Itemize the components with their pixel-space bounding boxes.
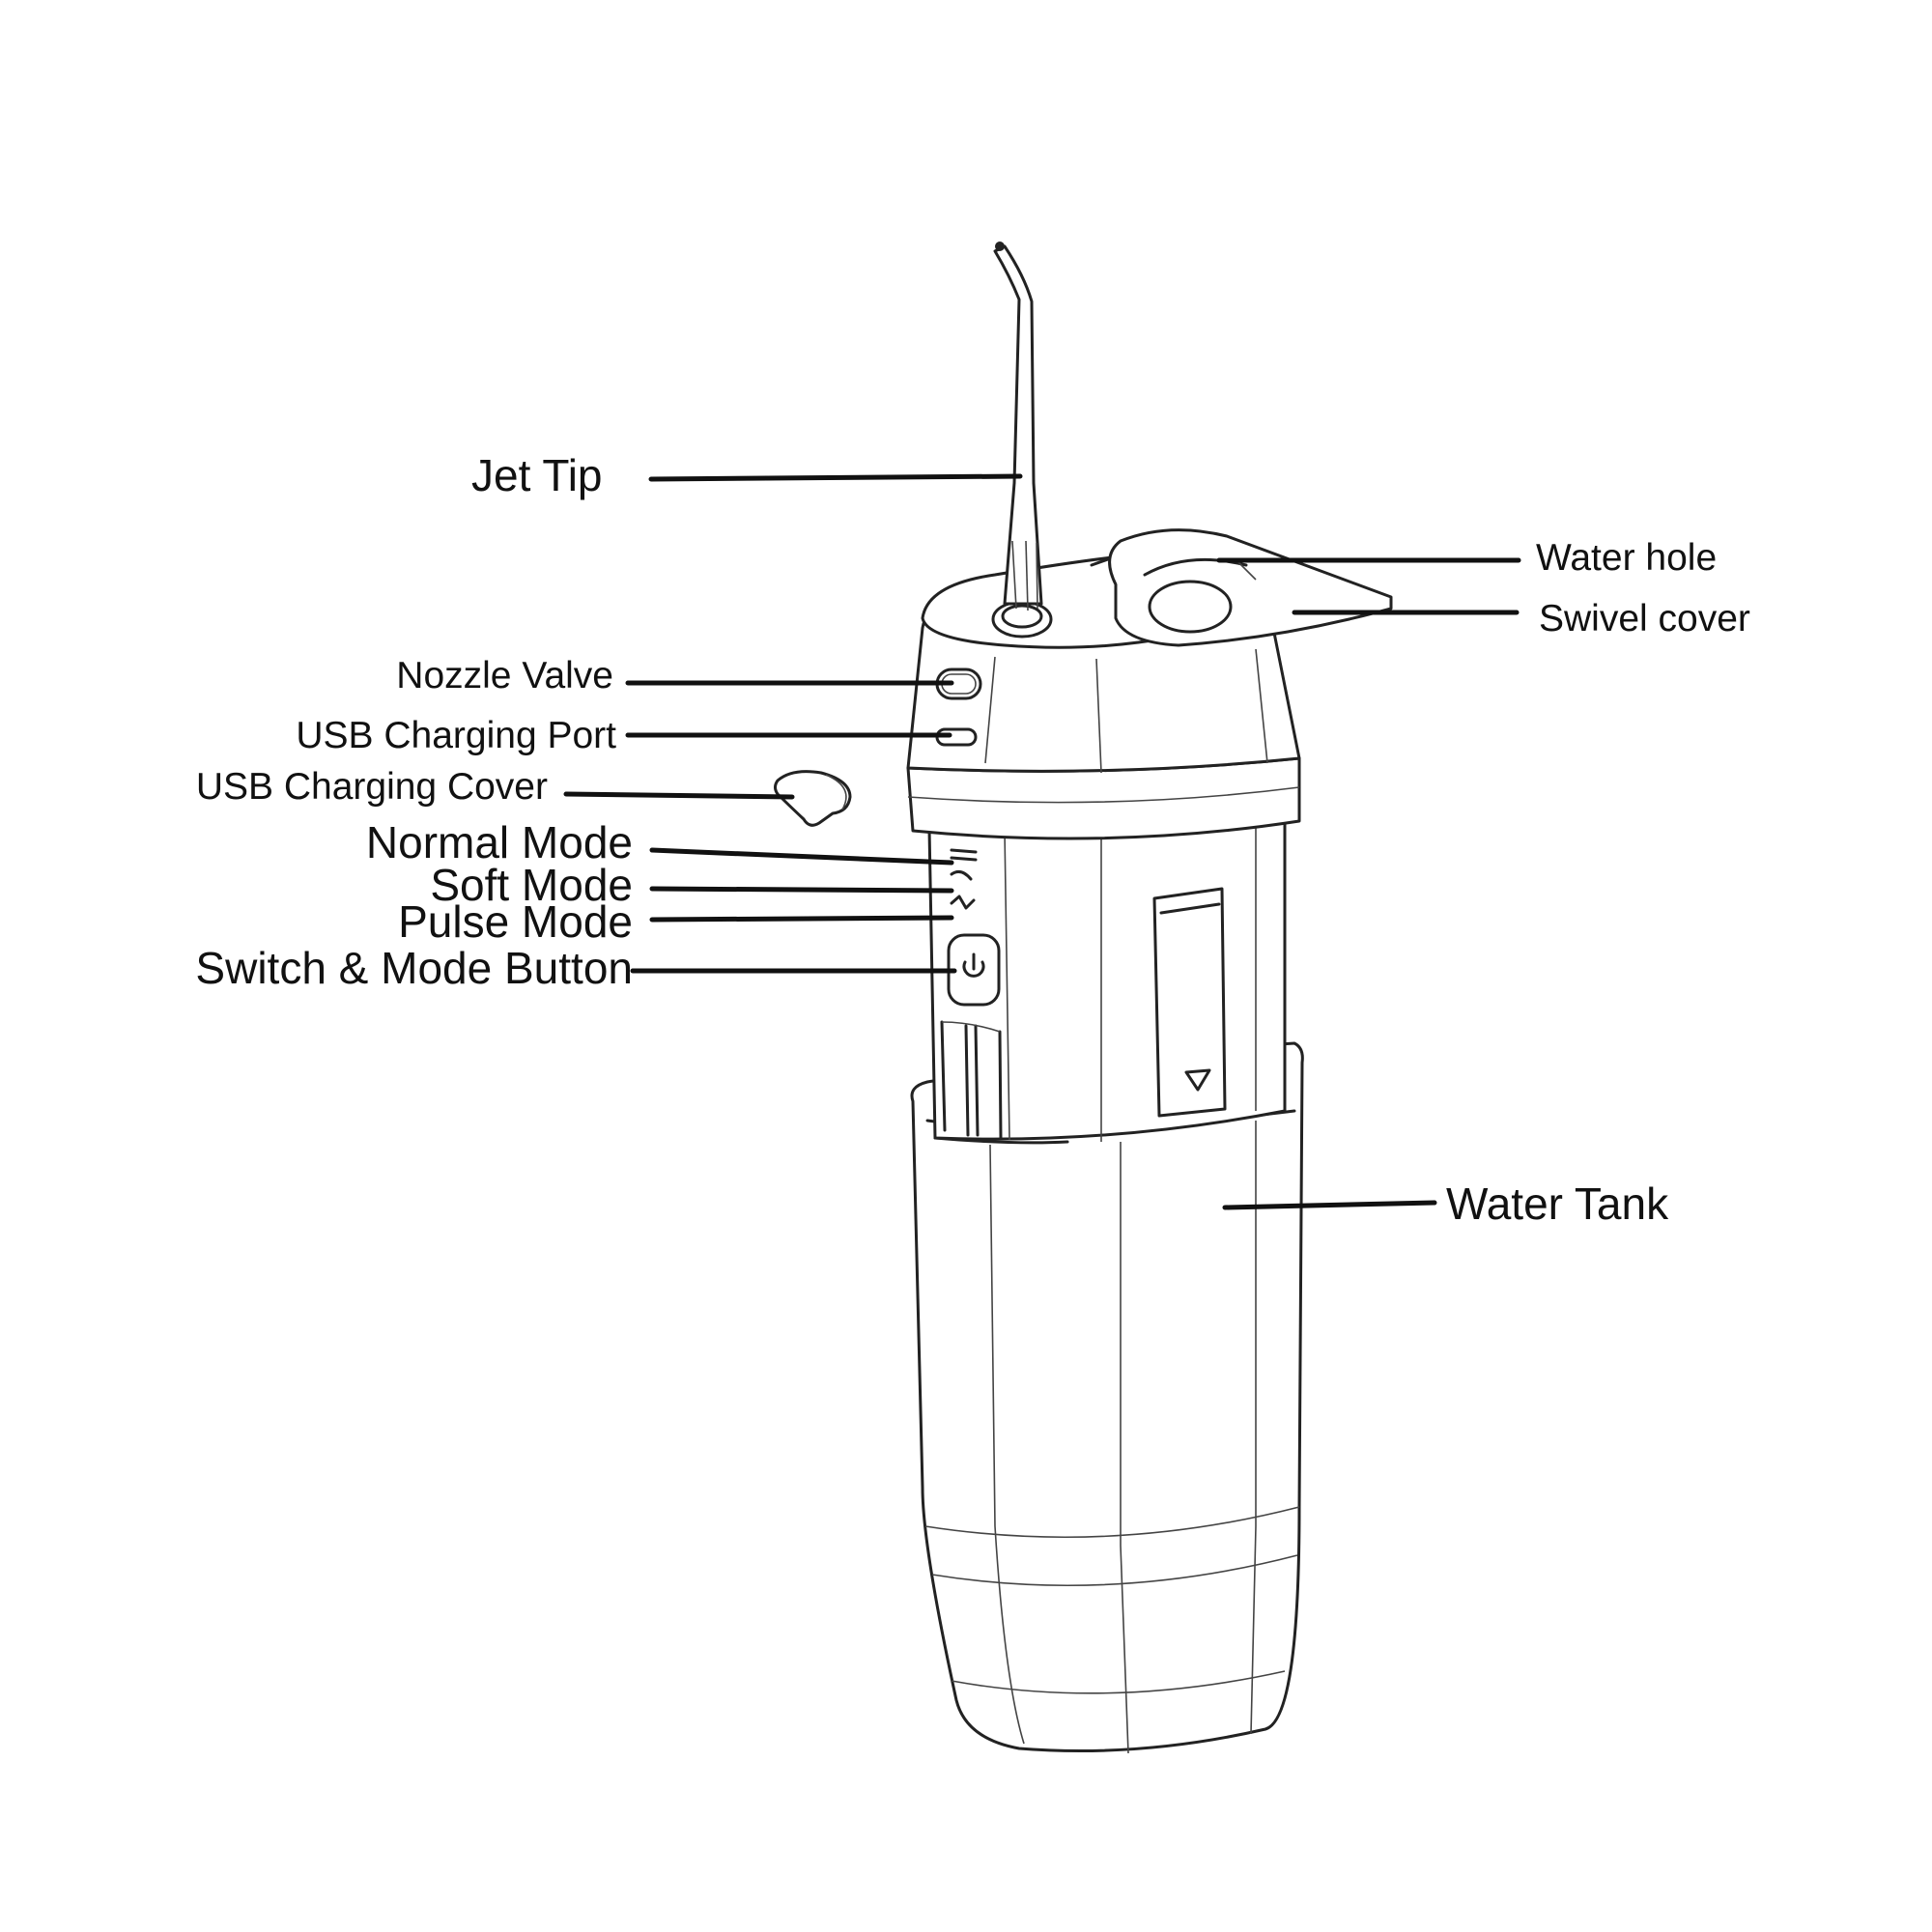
side-controls (935, 668, 1001, 1007)
label-usb-charging-cover: USB Charging Cover (196, 766, 548, 808)
water-tank-body (910, 1041, 1304, 1754)
label-water-hole: Water hole (1536, 537, 1717, 579)
pulse-mode-indicator (950, 895, 976, 910)
label-normal-mode: Normal Mode (366, 817, 633, 867)
leader-pulse-mode (649, 915, 954, 923)
label-jet-tip: Jet Tip (471, 450, 603, 500)
label-pulse-mode: Pulse Mode (398, 896, 633, 947)
usb-charging-cover-part (774, 770, 852, 827)
power-icon (962, 952, 985, 978)
label-swivel-cover: Swivel cover (1539, 598, 1750, 639)
swivel-cover (1108, 528, 1393, 647)
normal-mode-indicator (950, 848, 978, 862)
leader-usb-charging-cover (563, 791, 795, 800)
label-usb-charging-port: USB Charging Port (296, 715, 616, 756)
label-switch-mode-button: Switch & Mode Button (195, 943, 633, 993)
leader-soft-mode (649, 886, 954, 894)
soft-mode-indicator (950, 869, 973, 881)
leader-jet-tip (648, 473, 1023, 482)
leader-water-tank (1222, 1200, 1437, 1210)
leader-normal-mode (649, 847, 954, 866)
label-water-tank: Water Tank (1446, 1179, 1669, 1229)
jet-tip (993, 242, 1043, 611)
label-soft-mode: Soft Mode (430, 860, 633, 910)
handle-body (927, 819, 1287, 1142)
label-nozzle-valve: Nozzle Valve (396, 655, 613, 696)
